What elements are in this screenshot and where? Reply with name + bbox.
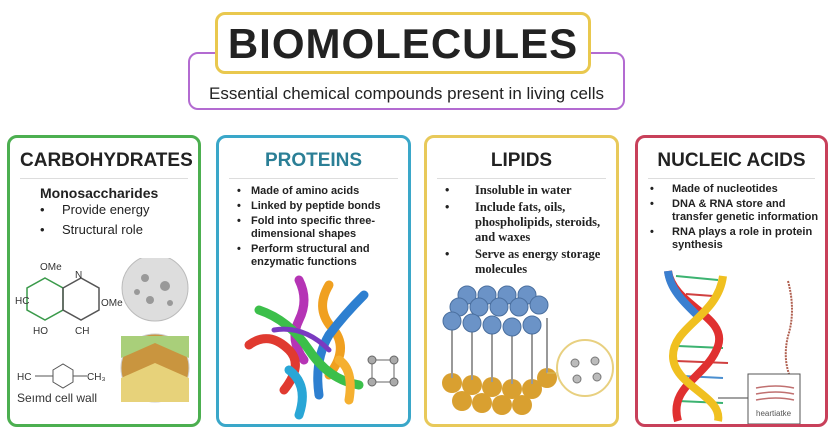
list-item: Linked by peptide bonds [233, 200, 408, 213]
label: HC [15, 296, 29, 307]
peptide-ring-icon [367, 355, 399, 387]
granule-circle-icon [121, 258, 189, 322]
label: CH [75, 326, 89, 337]
label: CH₃ [87, 372, 106, 383]
list-item: Made of amino acids [233, 185, 408, 198]
rna-strand-icon [784, 280, 793, 382]
cell-wall-caption: Seımd cell wall [17, 391, 97, 405]
molecule-zoom-icon [556, 339, 614, 397]
list-item: Structural role [10, 221, 198, 239]
lipid-bilayer-illustration [442, 285, 614, 415]
card-title: LIPIDS [437, 150, 606, 179]
list-item: Serve as energy storage molecules [435, 247, 616, 277]
dna-helix-illustration: heartiatke [664, 270, 801, 424]
page-title: BIOMOLECULES [215, 12, 591, 74]
list-item: RNA plays a role in protein synthesis [642, 226, 825, 252]
list-item: Made of nucleotides [642, 183, 825, 196]
list-item: Provide energy [10, 201, 198, 219]
carbohydrate-illustration: OMe N HC OMe HO CH HC CH₃ Seımd cell wal… [15, 258, 190, 405]
list-item: Insoluble in water [435, 183, 616, 198]
label: OMe [101, 298, 123, 309]
label: HC [17, 372, 31, 383]
list-item: DNA & RNA store and transfer genetic inf… [642, 198, 825, 224]
card-nucleic-acids: NUCLEIC ACIDS Made of nucleotides DNA & … [635, 135, 828, 427]
list-item: Perform structural and enzymatic functio… [233, 243, 408, 269]
label: HO [33, 326, 48, 337]
card-lipids: LIPIDS Insoluble in water Include fats, … [424, 135, 619, 427]
card-subtitle: Monosaccharides [40, 185, 159, 201]
inset-label: heartiatke [756, 409, 792, 418]
list-item: Include fats, oils, phospholipids, stero… [435, 200, 616, 245]
card-proteins: PROTEINS Made of amino acids Linked by p… [216, 135, 411, 427]
protein-structure-illustration [244, 275, 399, 420]
card-title: PROTEINS [229, 150, 398, 179]
label: N [75, 270, 82, 281]
label: OMe [40, 262, 62, 273]
molecule-structure-icon [26, 277, 100, 321]
card-title: CARBOHYDRATES [20, 150, 193, 179]
page-subtitle: Essential chemical compounds present in … [209, 84, 604, 103]
card-title: NUCLEIC ACIDS [648, 150, 815, 179]
list-item: Fold into specific three-dimensional sha… [233, 215, 408, 241]
card-carbohydrates: CARBOHYDRATES Monosaccharides Provide en… [7, 135, 201, 427]
